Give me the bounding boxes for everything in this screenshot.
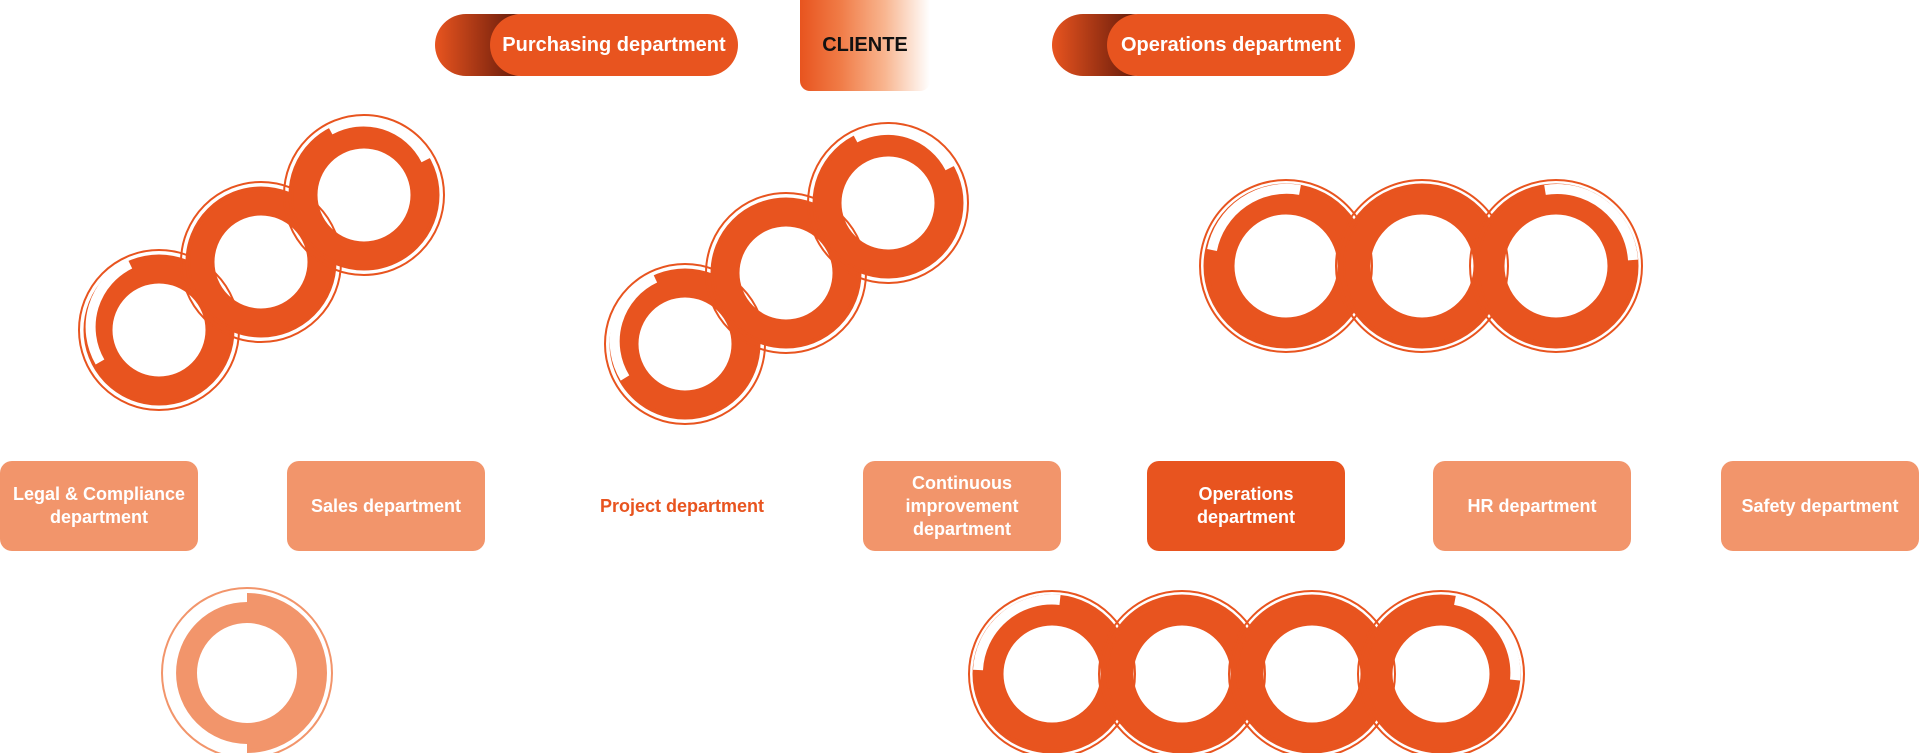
dept-project: Project department (599, 495, 765, 516)
ring-cluster-4 (968, 590, 1525, 753)
ring-single (161, 587, 333, 753)
operations-pill: Operations department (1052, 14, 1355, 76)
dept-legal-compliance: Legal & Compliance department (0, 461, 198, 551)
dept-operations: Operations department (1147, 461, 1345, 551)
ring-cluster-3 (1199, 179, 1643, 353)
cliente-box: CLIENTE (800, 0, 930, 91)
ring-cluster-1 (78, 114, 445, 411)
dept-continuous-improvement: Continuous improvement department (863, 461, 1061, 551)
ring-cluster-2 (604, 122, 969, 425)
dept-hr: HR department (1433, 461, 1631, 551)
dept-sales: Sales department (287, 461, 485, 551)
operations-label: Operations department (1107, 14, 1355, 76)
dept-safety: Safety department (1721, 461, 1919, 551)
purchasing-pill: Purchasing department (435, 14, 738, 76)
purchasing-label: Purchasing department (490, 14, 738, 76)
